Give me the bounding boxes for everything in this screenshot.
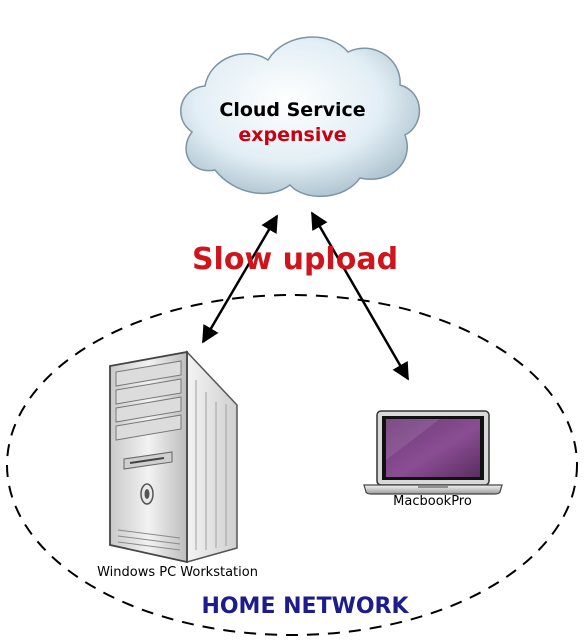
pc-label: Windows PC Workstation	[97, 565, 258, 580]
upload-arrow-pc	[201, 214, 279, 344]
cloud-icon	[180, 36, 421, 197]
laptop-icon	[363, 410, 503, 495]
upload-arrow-laptop	[310, 211, 410, 381]
home-network-label: HOME NETWORK	[201, 594, 409, 619]
cloud-service-label: Cloud Service	[219, 99, 366, 121]
cloud-cost-label: expensive	[238, 124, 347, 146]
slow-upload-label: Slow upload	[191, 242, 399, 277]
laptop-label: MacbookPro	[393, 494, 472, 509]
desktop-tower-icon	[109, 350, 238, 564]
home-network-boundary	[6, 294, 578, 636]
